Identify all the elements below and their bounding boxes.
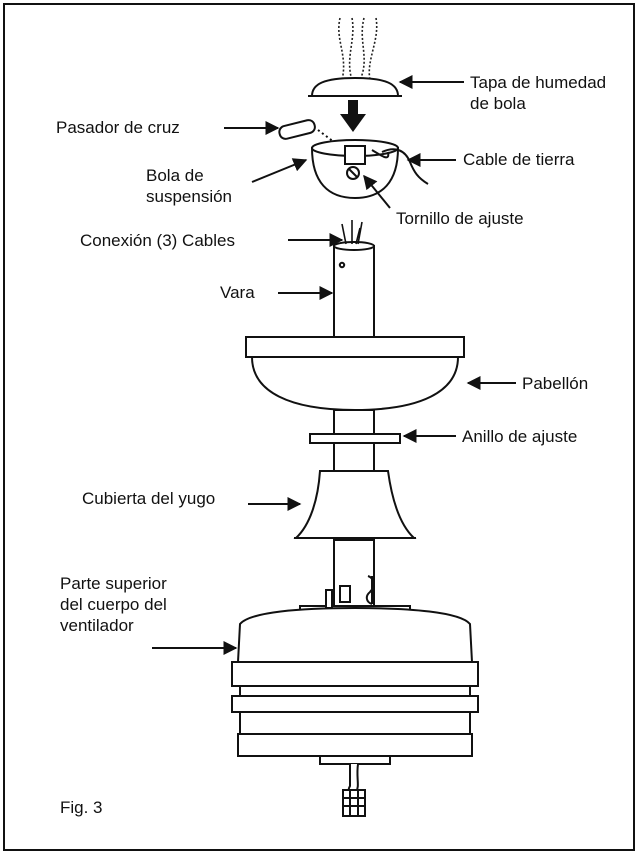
label-moisture-cap-2: de bola xyxy=(470,94,526,113)
supply-wires xyxy=(338,17,378,81)
leader-lines xyxy=(152,75,516,655)
label-ground-wire: Cable de tierra xyxy=(463,150,575,169)
label-moisture-cap-1: Tapa de humedad xyxy=(470,73,607,92)
adjustment-ring-drawing xyxy=(309,433,401,444)
label-set-screw: Tornillo de ajuste xyxy=(396,209,524,228)
motor-housing-drawing xyxy=(231,589,479,765)
label-cross-pin: Pasador de cruz xyxy=(56,118,180,137)
figure-caption: Fig. 3 xyxy=(60,798,103,817)
label-connection-wires: Conexión (3) Cables xyxy=(80,231,235,250)
install-arrow xyxy=(340,100,366,132)
switch-housing-drawing xyxy=(342,763,366,817)
label-yoke-cover: Cubierta del yugo xyxy=(82,489,216,508)
label-motor-housing-3: ventilador xyxy=(60,616,134,635)
canopy-drawing xyxy=(245,336,465,412)
label-motor-housing-2: del cuerpo del xyxy=(60,595,167,614)
connection-wires-drawing xyxy=(341,220,363,245)
label-motor-housing-1: Parte superior xyxy=(60,574,167,593)
figure-frame xyxy=(3,3,635,851)
hanger-ball xyxy=(310,139,400,200)
label-adjustment-ring: Anillo de ajuste xyxy=(462,427,578,446)
label-hanger-ball-1: Bola de xyxy=(146,166,204,185)
label-canopy: Pabellón xyxy=(522,374,589,393)
moisture-cap xyxy=(308,76,402,97)
label-downrod: Vara xyxy=(220,283,255,302)
label-hanger-ball-2: suspensión xyxy=(146,187,233,206)
securing-pin xyxy=(339,575,375,605)
downrod xyxy=(333,241,375,342)
yoke-cover-drawing xyxy=(293,470,417,539)
